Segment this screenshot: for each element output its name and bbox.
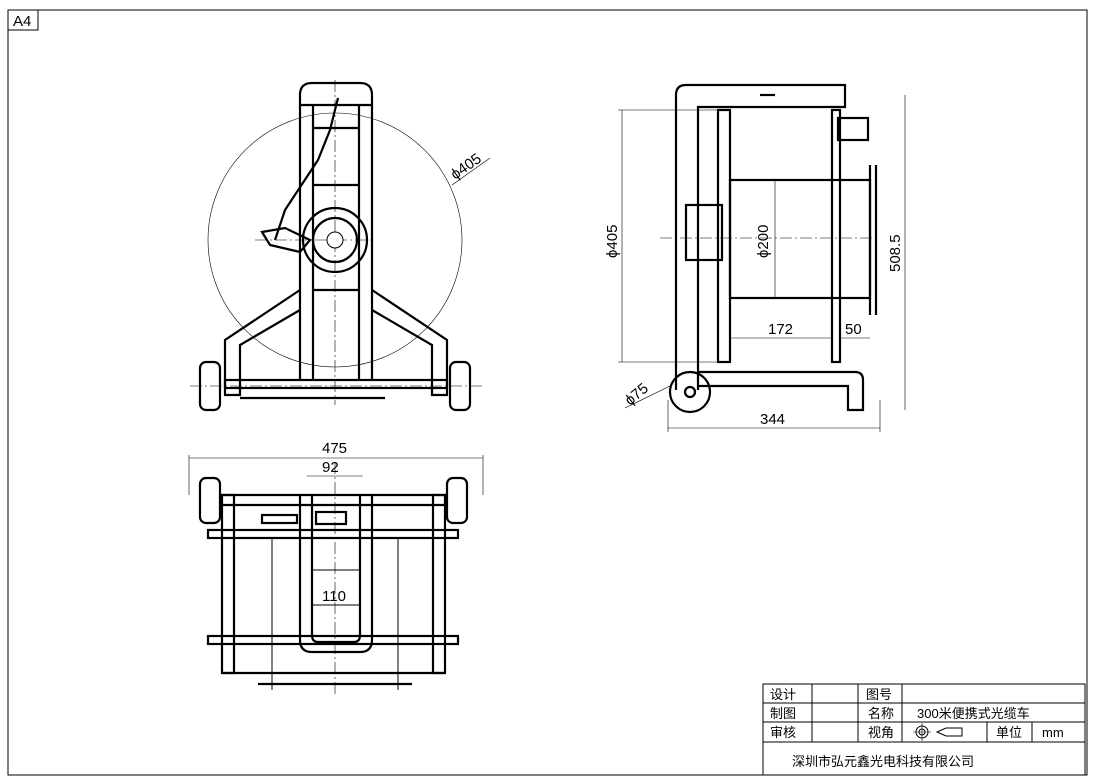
unit-label: 单位 [996, 725, 1022, 740]
view-angle-label: 视角 [868, 725, 894, 740]
sheet-size-box [7, 9, 39, 31]
overall-width-dim: 475 [322, 440, 347, 457]
inner-width-dim: 110 [322, 588, 346, 605]
side-view: ϕ405 ϕ200 508.5 172 50 344 ϕ75 [604, 83, 906, 432]
review-label: 审核 [770, 725, 796, 740]
title-block: 设计 制图 审核 图号 名称 视角 300米便携式光缆车 单位 mm 深圳市弘元… [762, 683, 1086, 776]
projection-symbol-icon [913, 723, 963, 741]
depth-dim: 344 [760, 411, 785, 428]
design-label: 设计 [770, 687, 796, 702]
side-reel-diameter-dim: ϕ405 [604, 225, 621, 258]
sheet-size-label: A4 [13, 13, 31, 30]
drawing-no-label: 图号 [866, 687, 892, 702]
drawing-label: 制图 [770, 706, 796, 721]
sheet-border [7, 9, 1088, 776]
drum-width-dim: 172 [768, 321, 793, 338]
drum-diameter-dim: ϕ200 [755, 225, 772, 258]
overall-height-dim: 508.5 [887, 234, 904, 272]
company-name: 深圳市弘元鑫光电科技有限公司 [792, 754, 974, 769]
handle-width-dim: 92 [322, 459, 339, 476]
name-label: 名称 [868, 706, 894, 721]
front-reel-diameter-dim: ϕ405 [448, 150, 485, 183]
offset-dim: 50 [845, 321, 862, 338]
front-view: ϕ405 [190, 80, 491, 412]
wheel-diameter-dim: ϕ75 [622, 380, 652, 409]
product-name: 300米便携式光缆车 [917, 706, 1030, 721]
top-view: 475 92 110 [188, 440, 484, 695]
unit-value: mm [1042, 725, 1064, 740]
